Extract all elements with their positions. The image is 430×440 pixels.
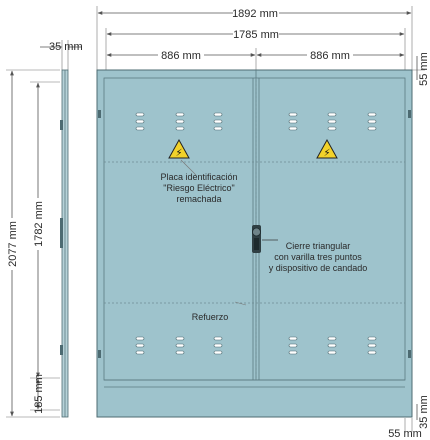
warning-sign-left-icon: ⚡ <box>168 138 190 159</box>
bottom-band-label: 185 mm <box>33 374 45 414</box>
lock-annotation: Cierre triangular con varilla tres punto… <box>269 241 368 273</box>
dim-bottom-right: 35 mm 55 mm <box>388 395 430 440</box>
warning-sign-right-icon: ⚡ <box>316 138 338 159</box>
dim-leaf-widths: 886 mm 886 mm <box>106 48 405 70</box>
dim-side-thickness: 35 mm <box>40 40 83 70</box>
bottom-right-vertical-label: 35 mm <box>418 395 430 429</box>
dim-bottom-band: 185 mm <box>30 374 60 414</box>
reinforcement-label: Refuerzo <box>192 312 229 322</box>
inner-height-label: 1782 mm <box>33 201 45 247</box>
overall-height-label: 2077 mm <box>7 221 19 267</box>
lock-handle-icon <box>252 225 278 253</box>
plate-text-3: remachada <box>176 194 221 204</box>
louvers-upper <box>135 112 377 131</box>
plate-text-2: "Riesgo Eléctrico" <box>163 183 234 193</box>
inner-width-label: 1785 mm <box>233 29 279 41</box>
side-thickness-label: 35 mm <box>49 41 83 53</box>
dim-overall-height: 2077 mm <box>5 69 60 418</box>
dim-inner-width: 1785 mm <box>105 27 406 70</box>
louvers-lower <box>135 336 377 355</box>
side-profile <box>60 69 69 418</box>
bottom-right-horizontal-label: 55 mm <box>388 428 422 440</box>
reinforcement-leader <box>234 301 247 306</box>
lock-text-1: Cierre triangular <box>286 241 351 251</box>
leaf-left-width-label: 886 mm <box>161 50 201 62</box>
plate-annotation: Placa identificación "Riesgo Eléctrico" … <box>160 172 237 204</box>
plate-text-1: Placa identificación <box>160 172 237 182</box>
top-margin-label: 55 mm <box>418 52 430 86</box>
dim-overall-width: 1892 mm <box>96 6 413 70</box>
leaf-right-width-label: 886 mm <box>310 50 350 62</box>
plate-leader <box>180 159 197 176</box>
svg-text:⚡: ⚡ <box>175 148 182 159</box>
overall-width-label: 1892 mm <box>232 8 278 20</box>
svg-text:⚡: ⚡ <box>323 148 330 159</box>
dim-inner-height: 1782 mm <box>30 81 60 379</box>
lock-text-3: y dispositivo de candado <box>269 263 368 273</box>
lock-text-2: con varilla tres puntos <box>274 252 362 262</box>
